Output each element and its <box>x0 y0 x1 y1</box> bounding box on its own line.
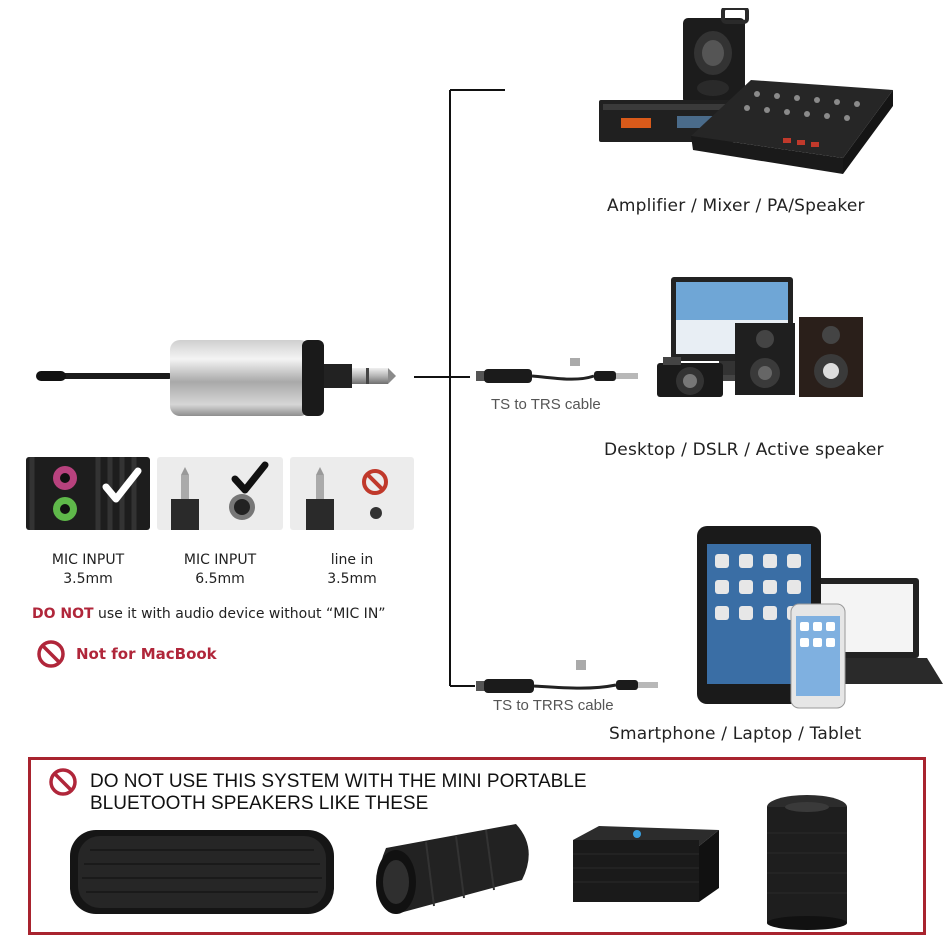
check-icon <box>231 461 269 494</box>
ts-trs-cable-label: TS to TRS cable <box>491 396 601 413</box>
ts-trs-cable-image <box>476 358 638 383</box>
wireless-receiver <box>36 340 396 416</box>
amplifier-mixer-image <box>599 8 893 174</box>
warning-line-2: BLUETOOTH SPEAKERS LIKE THESE <box>90 793 429 814</box>
mic-input-6-5mm-image <box>157 457 283 530</box>
ts-trrs-cable-label: TS to TRRS cable <box>493 697 614 714</box>
mic-in-warning: DO NOT use it with audio device without … <box>32 606 386 622</box>
tablet-laptop-phone-image <box>697 526 943 709</box>
input-1-type: MIC INPUT <box>51 552 125 568</box>
soundbar-speaker-image <box>70 830 334 914</box>
cube-speaker-image <box>573 826 719 902</box>
mic-input-3-5mm-image <box>26 457 150 530</box>
input-3-type: line in <box>330 552 374 568</box>
prohibited-icon <box>37 640 65 668</box>
ts-trrs-cable-image <box>476 660 658 693</box>
input-3-size: 3.5mm <box>327 571 377 587</box>
bluetooth-warning-text: DO NOT USE THIS SYSTEM WITH THE MINI POR… <box>90 771 587 815</box>
bluetooth-warning-panel <box>28 757 926 935</box>
input-1-size: 3.5mm <box>63 571 113 587</box>
not-for-macbook-text: Not for MacBook <box>76 645 217 663</box>
input-label-3: line in 3.5mm <box>290 551 414 589</box>
prohibited-icon <box>362 469 388 495</box>
smartphone-label: Smartphone / Laptop / Tablet <box>609 724 862 744</box>
check-icon <box>102 467 142 503</box>
cylinder-speaker-image <box>376 824 529 914</box>
warning-line-1: DO NOT USE THIS SYSTEM WITH THE MINI POR… <box>90 771 587 792</box>
do-not-text: DO NOT <box>32 606 94 622</box>
line-in-3-5mm-image <box>290 457 414 530</box>
desktop-label: Desktop / DSLR / Active speaker <box>604 440 884 460</box>
input-label-1: MIC INPUT 3.5mm <box>26 551 150 589</box>
amplifier-label: Amplifier / Mixer / PA/Speaker <box>607 196 865 216</box>
smart-speaker-image <box>767 795 847 930</box>
prohibited-icon <box>49 768 77 796</box>
input-label-2: MIC INPUT 6.5mm <box>157 551 283 589</box>
mic-in-warning-rest: use it with audio device without “MIC IN… <box>93 606 386 622</box>
desktop-speakers-camera-image <box>657 277 863 397</box>
input-2-size: 6.5mm <box>195 571 245 587</box>
input-2-type: MIC INPUT <box>183 552 257 568</box>
